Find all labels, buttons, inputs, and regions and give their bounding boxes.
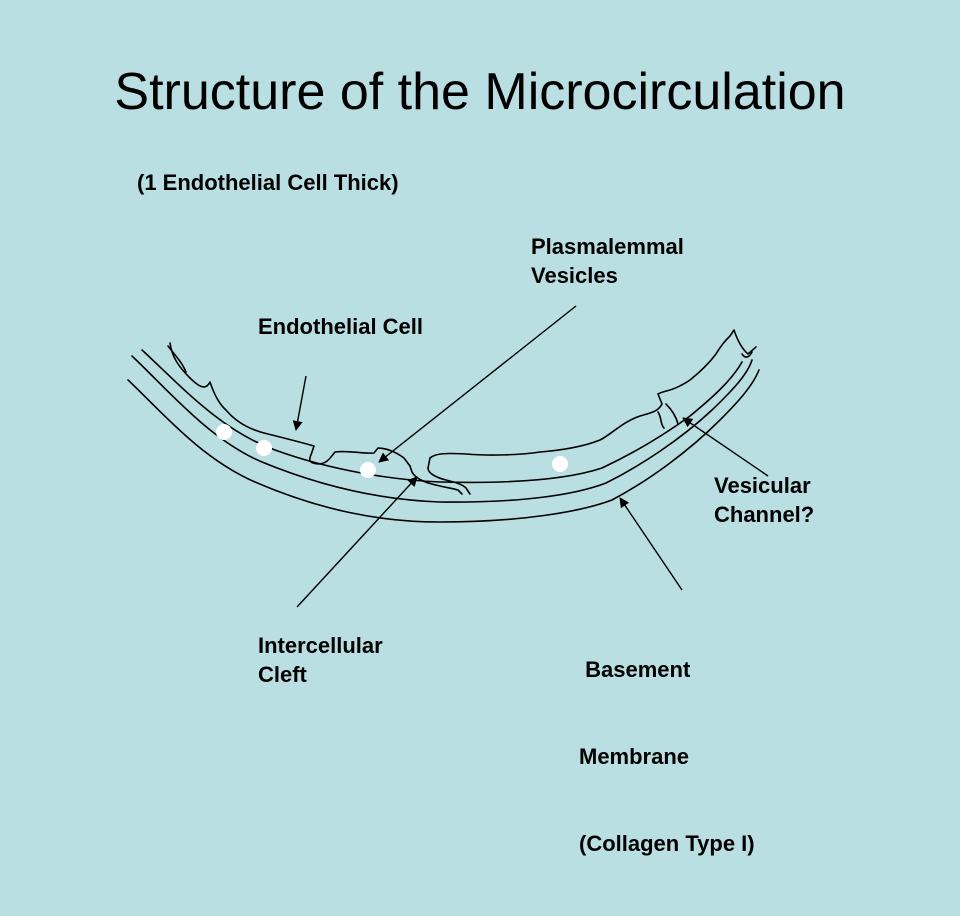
plasmalemmal-vesicles-label-line2: Vesicles xyxy=(531,263,618,288)
vesicular-channel-label-line2: Channel? xyxy=(714,502,815,527)
basement-membrane-label-line2: Membrane xyxy=(579,744,690,769)
basement-membrane-outer-line xyxy=(127,369,760,523)
slide: Structure of the Microcirculation (1 End… xyxy=(114,63,846,856)
vesicular-channel-label-line1: Vesicular xyxy=(714,473,811,498)
endothelial-abluminal-line xyxy=(141,349,743,484)
plasmalemmal-vesicle xyxy=(256,440,272,456)
slide-title: Structure of the Microcirculation xyxy=(114,63,846,121)
vesicular-channel-right-wall xyxy=(665,403,679,425)
microcirculation-diagram xyxy=(127,305,769,608)
basement-membrane-inner-line xyxy=(131,355,753,503)
basement-membrane-label-line3: (Collagen Type I) xyxy=(579,831,755,856)
endothelial-cell-arrow xyxy=(292,375,307,431)
cleft-right-wall xyxy=(427,467,471,495)
cleft-left-wall xyxy=(409,465,463,495)
basement-membrane-label: Basement Membrane (Collagen Type I) xyxy=(579,597,755,916)
plasmalemmal-vesicles-arrow xyxy=(378,305,577,463)
vesicular-channel-arrow xyxy=(682,417,769,477)
basement-membrane-label-line1: Basement xyxy=(579,657,691,682)
plasmalemmal-vesicles-label: Plasmalemmal Vesicles xyxy=(531,232,684,290)
plasmalemmal-vesicle xyxy=(216,424,232,440)
plasmalemmal-vesicle xyxy=(552,456,568,472)
vesicular-channel-left-wall xyxy=(657,411,665,429)
slide-subtitle: (1 Endothelial Cell Thick) xyxy=(137,170,399,195)
plasmalemmal-vesicle xyxy=(360,462,376,478)
intercellular-cleft-label-line1: Intercellular xyxy=(258,633,383,658)
membrane-fold-right xyxy=(741,351,753,358)
endothelial-cell-label-line1: Endothelial Cell xyxy=(258,314,424,339)
intercellular-cleft-arrow xyxy=(296,476,418,608)
vesicular-channel-label: Vesicular Channel? xyxy=(714,471,814,529)
basement-membrane-arrow xyxy=(619,497,683,591)
plasmalemmal-vesicles-label-line1: Plasmalemmal xyxy=(531,234,684,259)
endothelial-cell-label: Endothelial Cell xyxy=(258,312,423,341)
intercellular-cleft-label-line2: Cleft xyxy=(258,662,307,687)
membrane-fold-left xyxy=(167,345,187,373)
endothelial-luminal-line xyxy=(169,329,757,469)
intercellular-cleft-label: Intercellular Cleft xyxy=(258,631,383,689)
